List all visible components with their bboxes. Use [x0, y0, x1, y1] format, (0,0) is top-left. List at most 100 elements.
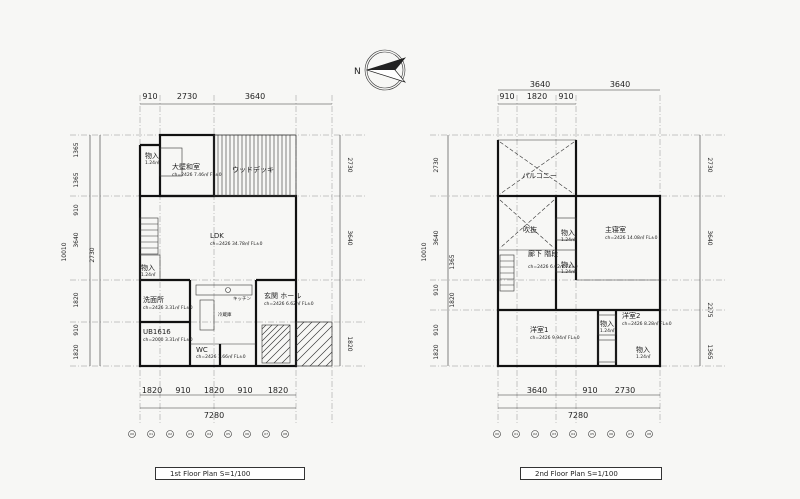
grid-label: X1	[514, 432, 518, 436]
room-void: 吹抜	[523, 225, 537, 234]
f1-bottom-dim: 1820	[204, 386, 224, 395]
f2-bottom-dim: 3640	[527, 386, 547, 395]
f2-left-dim: 3640	[433, 230, 440, 245]
north-compass: N	[354, 49, 407, 91]
f1-left-dim: 2730	[89, 247, 96, 262]
room-closet: 物入	[561, 228, 575, 237]
grid-label: X4	[571, 432, 575, 436]
grid-label: X7	[628, 432, 632, 436]
f2-right-dim: 1365	[706, 344, 713, 359]
room-wc: WC	[196, 346, 208, 354]
f1-room-labels: 物入 1.24㎡ 大壁和室 ch=2426 7.46㎡ FL±0 ウッドデッキ …	[141, 151, 314, 360]
f2-room-labels: バルコニー 吹抜 廊下 階段 ch=2426 6.62㎡ FL±0 主寝室 ch…	[522, 172, 672, 360]
f2-left-total: 10010	[421, 242, 428, 261]
f2-left-dim: 910	[433, 324, 440, 336]
room-western-2: 洋室2	[622, 311, 640, 320]
room-closet: 物入	[600, 319, 614, 328]
f1-left-dim: 1820	[73, 292, 80, 307]
f1-left-dim: 910	[73, 204, 80, 216]
f2-left-dim: 910	[433, 284, 440, 296]
grid-label: X1	[149, 432, 153, 436]
room-closet-area: 1.24㎡	[636, 353, 651, 360]
f1-top-dim: 2730	[177, 92, 197, 101]
f2-bottom-total: 7280	[568, 411, 588, 420]
grid-label: X8	[283, 432, 287, 436]
f2-bottom-dim: 910	[582, 386, 597, 395]
f2-top-outer-dim: 3640	[530, 80, 550, 89]
f2-left-dim: 1820	[433, 344, 440, 359]
grid-label: X5	[226, 432, 230, 436]
room-bath: UB1616	[143, 328, 171, 336]
f2-right-dim: 2730	[706, 157, 713, 172]
second-floor-plan: 3640 3640 910 1820 910 3640 910 2730 728…	[421, 80, 725, 438]
f1-bottom-total: 7280	[204, 411, 224, 420]
room-closet-area: 1.24㎡	[561, 268, 576, 275]
f1-stairs	[139, 217, 159, 255]
room-closet-area: 1.24㎡	[141, 271, 156, 278]
room-ldk-info: ch=2426 34.78㎡ FL±0	[210, 240, 263, 247]
room-washroom: 洗面所	[143, 295, 164, 304]
f2-left-dim: 2730	[433, 157, 440, 172]
first-floor-plan: 910 2730 3640 1820 910 1820 910 1820 728…	[61, 92, 365, 438]
f1-bottom-dim: 910	[237, 386, 252, 395]
room-fridge: 冷蔵庫	[218, 311, 232, 318]
grid-label: X8	[647, 432, 651, 436]
grid-label: X0	[495, 432, 499, 436]
f2-top-outer-dim: 3640	[610, 80, 630, 89]
f1-bottom-dim: 910	[175, 386, 190, 395]
first-floor-caption: 1st Floor Plan S=1/100	[155, 467, 305, 480]
room-balcony: バルコニー	[522, 172, 557, 180]
f1-top-dim: 910	[142, 92, 157, 101]
f2-bottom-dim: 2730	[615, 386, 635, 395]
room-wc-info: ch=2426 1.66㎡ FL±0	[196, 353, 246, 360]
f2-void	[499, 141, 575, 249]
f1-kitchen-counter	[195, 284, 253, 331]
grid-label: X3	[552, 432, 556, 436]
f1-left-dim: 1365	[73, 142, 80, 157]
room-closet: 物入	[561, 260, 575, 269]
room-closet-area: 1.24㎡	[561, 236, 576, 243]
grid-label: X6	[245, 432, 249, 436]
second-floor-caption: 2nd Floor Plan S=1/100	[520, 467, 662, 480]
first-floor-grid	[70, 95, 365, 425]
f2-top-dim: 910	[558, 92, 573, 101]
grid-label: X7	[264, 432, 268, 436]
f1-bottom-dim: 1820	[142, 386, 162, 395]
grid-label: X2	[168, 432, 172, 436]
second-floor-grid	[430, 95, 725, 425]
f2-top-dim: 910	[499, 92, 514, 101]
room-japanese-room-info: ch=2426 7.46㎡ FL±0	[172, 171, 222, 178]
f1-left-total: 10010	[61, 242, 68, 261]
room-western-1-info: ch=2426 9.94㎡ FL±0	[530, 334, 580, 341]
room-washroom-info: ch=2426 3.31㎡ FL±0	[143, 304, 193, 311]
grid-label: X0	[130, 432, 134, 436]
f1-grid-bubbles: X0 X1 X2 X3 X4 X5 X6 X7 X8	[128, 430, 289, 438]
room-entrance-hall: 玄関 ホール	[264, 291, 301, 300]
room-closet: 物入	[141, 263, 155, 272]
f1-left-dim: 910	[73, 324, 80, 336]
f2-walls	[496, 139, 662, 368]
grid-label: X5	[590, 432, 594, 436]
room-kitchen: キッチン	[233, 296, 251, 302]
f2-grid-bubbles: X0 X1 X2 X3 X4 X5 X6 X7 X8	[493, 430, 653, 438]
room-western-1: 洋室1	[530, 325, 548, 334]
room-master-bedroom: 主寝室	[605, 225, 626, 234]
room-japanese-room: 大壁和室	[172, 162, 200, 171]
room-closet-area: 1.24㎡	[145, 159, 160, 166]
f2-stairs	[499, 254, 515, 292]
room-hall-stairs-info: ch=2426 6.62㎡ FL±0	[528, 263, 578, 270]
room-hall-stairs: 廊下 階段	[528, 249, 558, 258]
f1-right-dim: 1820	[346, 336, 353, 351]
f1-left-dim: 3640	[73, 232, 80, 247]
grid-label: X2	[533, 432, 537, 436]
room-wood-deck: ウッドデッキ	[232, 165, 274, 174]
room-bath-info: ch=2000 3.31㎡ FL±0	[143, 336, 193, 343]
f2-right-dim: 3640	[706, 230, 713, 245]
room-master-bedroom-info: ch=2426 14.08㎡ FL±0	[605, 234, 658, 241]
grid-label: X3	[188, 432, 192, 436]
f2-top-dim: 1820	[527, 92, 547, 101]
f1-right-dim: 3640	[346, 230, 353, 245]
compass-north-label: N	[354, 67, 361, 77]
room-closet-area: 1.24㎡	[600, 327, 615, 334]
